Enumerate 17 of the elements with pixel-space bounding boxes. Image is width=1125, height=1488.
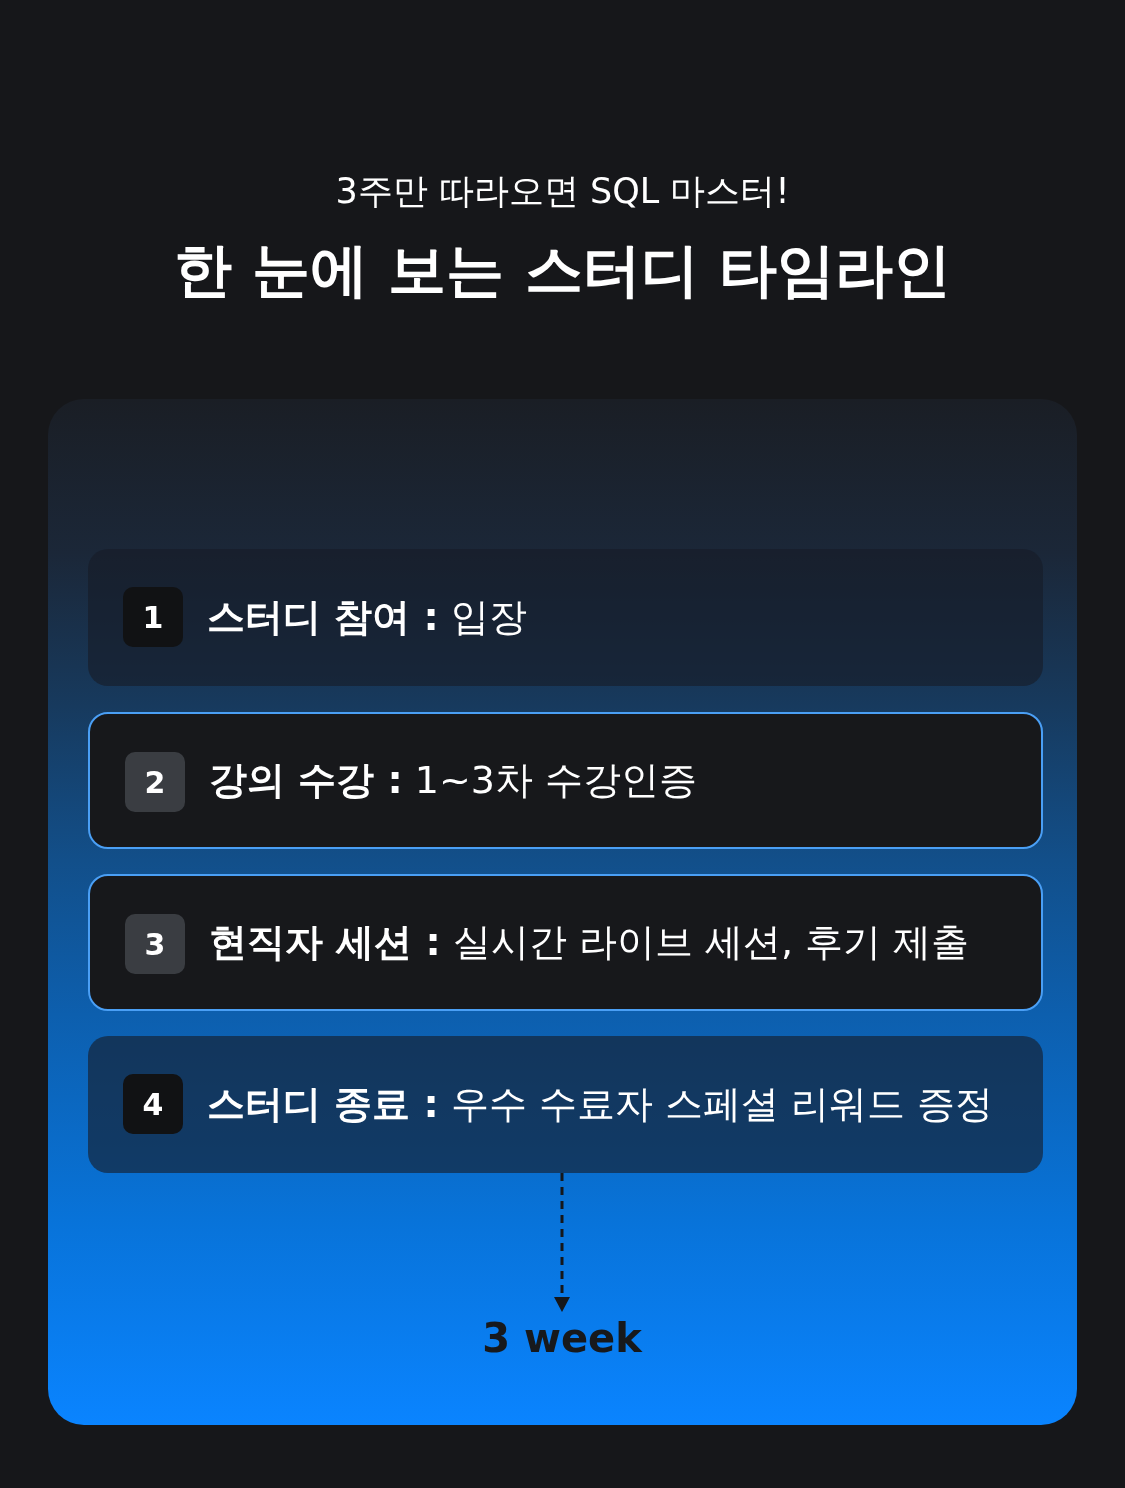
- step-card: [88, 874, 1043, 1011]
- step-description: 현직자 세션 : 실시간 라이브 세션, 후기 제출: [209, 919, 970, 966]
- duration-label: 3 week: [437, 1315, 687, 1363]
- arrow: [554, 1173, 570, 1312]
- step-description: 스터디 참여 : 입장: [207, 594, 527, 641]
- step-card: [88, 549, 1043, 686]
- timeline-panel: [48, 399, 1077, 1425]
- step-card: [88, 712, 1043, 849]
- step-number-badge: 3: [125, 914, 185, 974]
- title: 한 눈에 보는 스터디 타임라인: [174, 236, 951, 306]
- step-number-badge: 2: [125, 752, 185, 812]
- subtitle: 3주만 따라오면 SQL 마스터!: [335, 170, 790, 212]
- step-number-badge: 4: [123, 1074, 183, 1134]
- step-number-badge: 1: [123, 587, 183, 647]
- step-card: [88, 1036, 1043, 1173]
- step-description: 스터디 종료 : 우수 수료자 스페셜 리워드 증정: [207, 1081, 994, 1128]
- step-description: 강의 수강 : 1~3차 수강인증: [209, 757, 697, 804]
